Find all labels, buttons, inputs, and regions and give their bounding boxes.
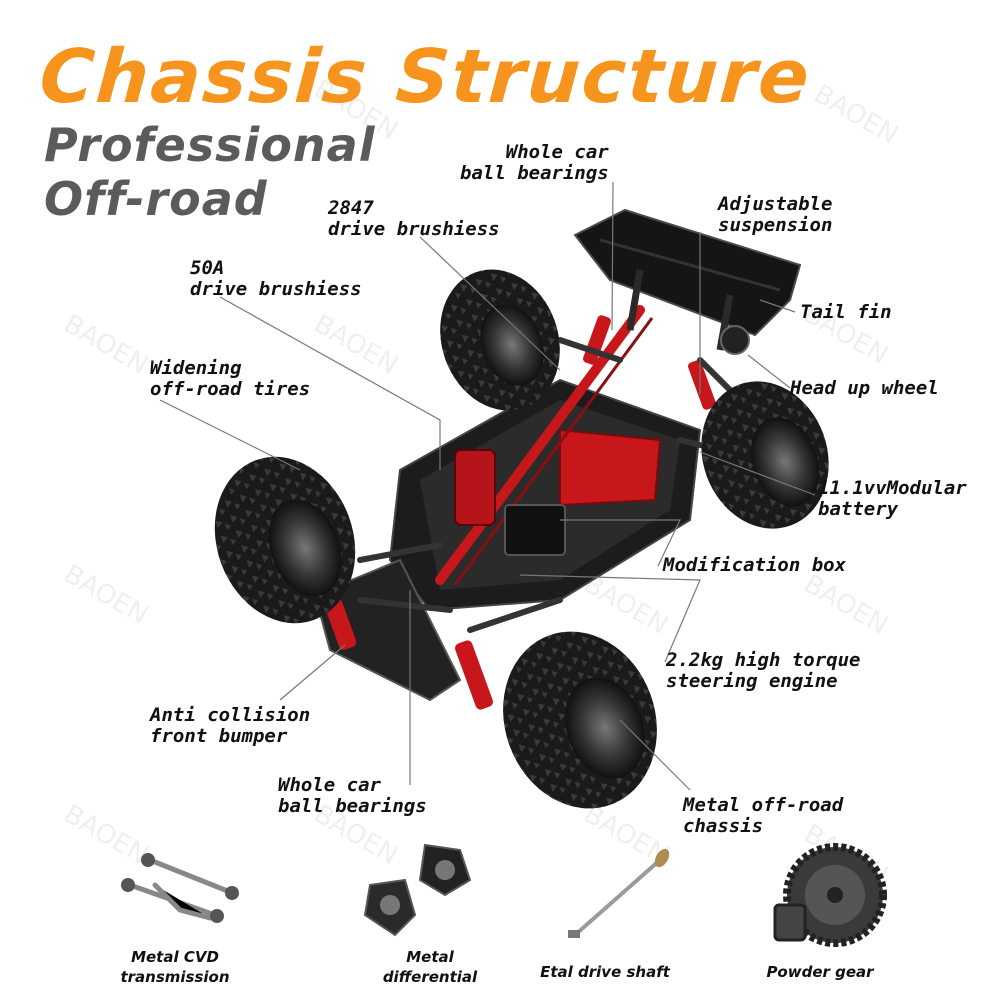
subtitle-line-1: Professional bbox=[44, 118, 376, 172]
battery-shape bbox=[559, 428, 662, 507]
label-50a-drive: 50A drive brushiess bbox=[190, 257, 362, 300]
caption-differential: Metal differential bbox=[382, 948, 478, 986]
label-2847-drive: 2847 drive brushiess bbox=[328, 197, 500, 240]
wheel-rear-right bbox=[701, 381, 829, 529]
caption-drive-shaft: Etal drive shaft bbox=[540, 963, 670, 981]
label-head-up-wheel: Head up wheel bbox=[790, 377, 939, 399]
label-whole-car-ball-bearings-bottom: Whole car ball bearings bbox=[278, 774, 427, 817]
wheel-front-right bbox=[503, 631, 657, 809]
leader-lines bbox=[159, 181, 816, 791]
label-whole-car-ball-bearings-top: Whole car ball bearings bbox=[460, 141, 609, 184]
tail-fin-shape bbox=[573, 208, 802, 337]
head-up-wheel-shape bbox=[720, 325, 750, 355]
powder-gear-image bbox=[773, 843, 887, 947]
caption-powder-gear: Powder gear bbox=[766, 963, 874, 981]
label-tail-fin: Tail fin bbox=[800, 301, 892, 323]
front-bumper-shape bbox=[313, 558, 462, 702]
label-modification-box: Modification box bbox=[663, 554, 847, 576]
label-front-bumper: Anti collision front bumper bbox=[150, 704, 311, 747]
front-shock-right bbox=[454, 640, 494, 710]
label-steering-engine: 2.2kg high torque steering engine bbox=[666, 649, 861, 692]
wheel-rear-left bbox=[440, 269, 560, 411]
label-adjustable-suspension: Adjustable suspension bbox=[718, 193, 833, 236]
label-metal-chassis: Metal off-road chassis bbox=[683, 794, 844, 837]
subtitle-line-2: Off-road bbox=[44, 172, 268, 226]
rear-shock-right bbox=[687, 360, 717, 410]
modification-box-shape bbox=[504, 504, 566, 556]
cvd-transmission-image bbox=[121, 853, 239, 923]
motor-shape bbox=[454, 449, 496, 526]
label-widening-tires: Widening off-road tires bbox=[150, 357, 311, 400]
label-battery: 11.1vvModular battery bbox=[818, 477, 967, 520]
drive-shaft-image bbox=[568, 848, 670, 938]
caption-cvd-transmission: Metal CVD transmission bbox=[120, 948, 230, 986]
wheel-front-left bbox=[214, 456, 356, 624]
metal-differential-image bbox=[363, 843, 472, 937]
